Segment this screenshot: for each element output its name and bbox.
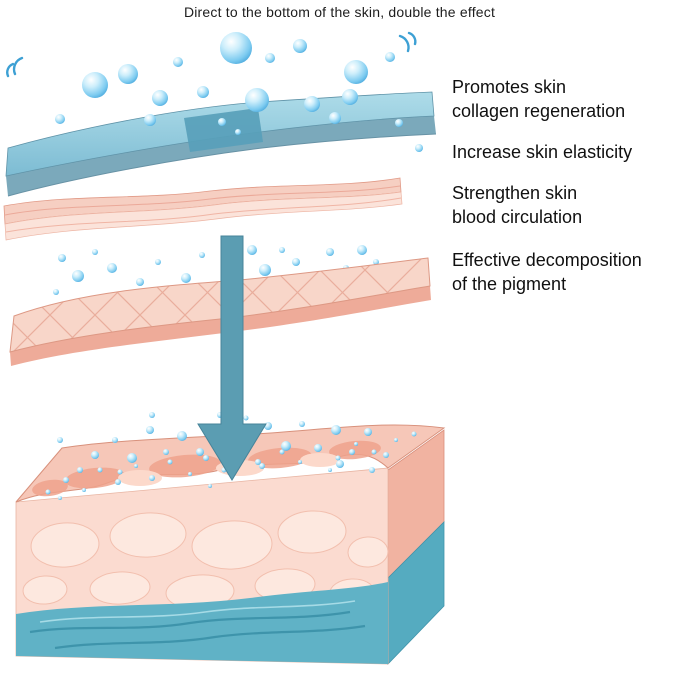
sparkle-icon-right bbox=[398, 31, 417, 53]
sparkle-icon-left bbox=[6, 56, 24, 78]
water-droplets-lower-group bbox=[57, 412, 389, 475]
skin-cells-group bbox=[22, 510, 389, 610]
water-waves bbox=[29, 600, 366, 650]
skin-cross-section bbox=[15, 424, 446, 665]
benefit-item-pigment: Effective decomposition of the pigment bbox=[452, 250, 642, 294]
benefit-item-circulation: Strengthen skin blood circulation bbox=[452, 183, 583, 227]
page-title: Direct to the bottom of the skin, double… bbox=[183, 4, 496, 20]
epidermis-layer bbox=[5, 31, 437, 197]
benefit-item-collagen: Promotes skin collagen regeneration bbox=[452, 77, 626, 121]
benefit-item-elasticity: Increase skin elasticity bbox=[452, 142, 633, 162]
treatment-patch bbox=[184, 108, 263, 152]
penetration-arrow-icon bbox=[197, 235, 267, 481]
dermis-sheet-layer bbox=[3, 177, 403, 241]
bubbles-group bbox=[55, 32, 423, 152]
